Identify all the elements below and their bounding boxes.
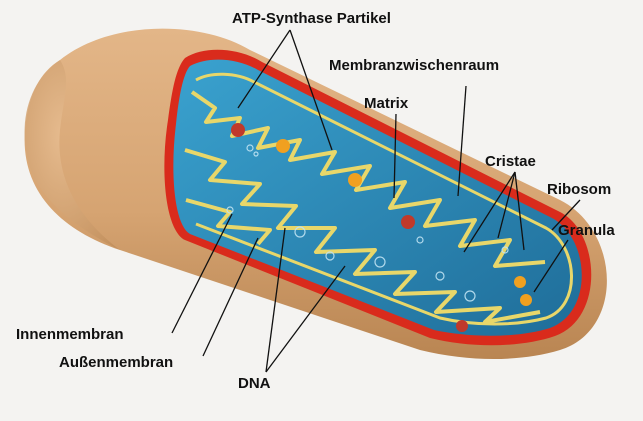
label-cristae: Cristae [485, 153, 536, 170]
ribosome-particle [401, 215, 415, 229]
label-ribosom: Ribosom [547, 181, 611, 198]
label-dna: DNA [238, 375, 271, 392]
label-aussenmembran: Außenmembran [59, 354, 173, 371]
granule-particle [520, 294, 532, 306]
ribosome-particle [456, 320, 468, 332]
granule-particle [276, 139, 290, 153]
label-granula: Granula [558, 222, 615, 239]
ribosome-particle [231, 123, 245, 137]
granule-particle [514, 276, 526, 288]
label-membranzwischenraum: Membranzwischenraum [329, 57, 499, 74]
label-matrix: Matrix [364, 95, 409, 112]
label-atp-synthase: ATP-Synthase Partikel [232, 10, 391, 27]
granule-particle [348, 173, 362, 187]
label-innenmembran: Innenmembran [16, 326, 124, 343]
